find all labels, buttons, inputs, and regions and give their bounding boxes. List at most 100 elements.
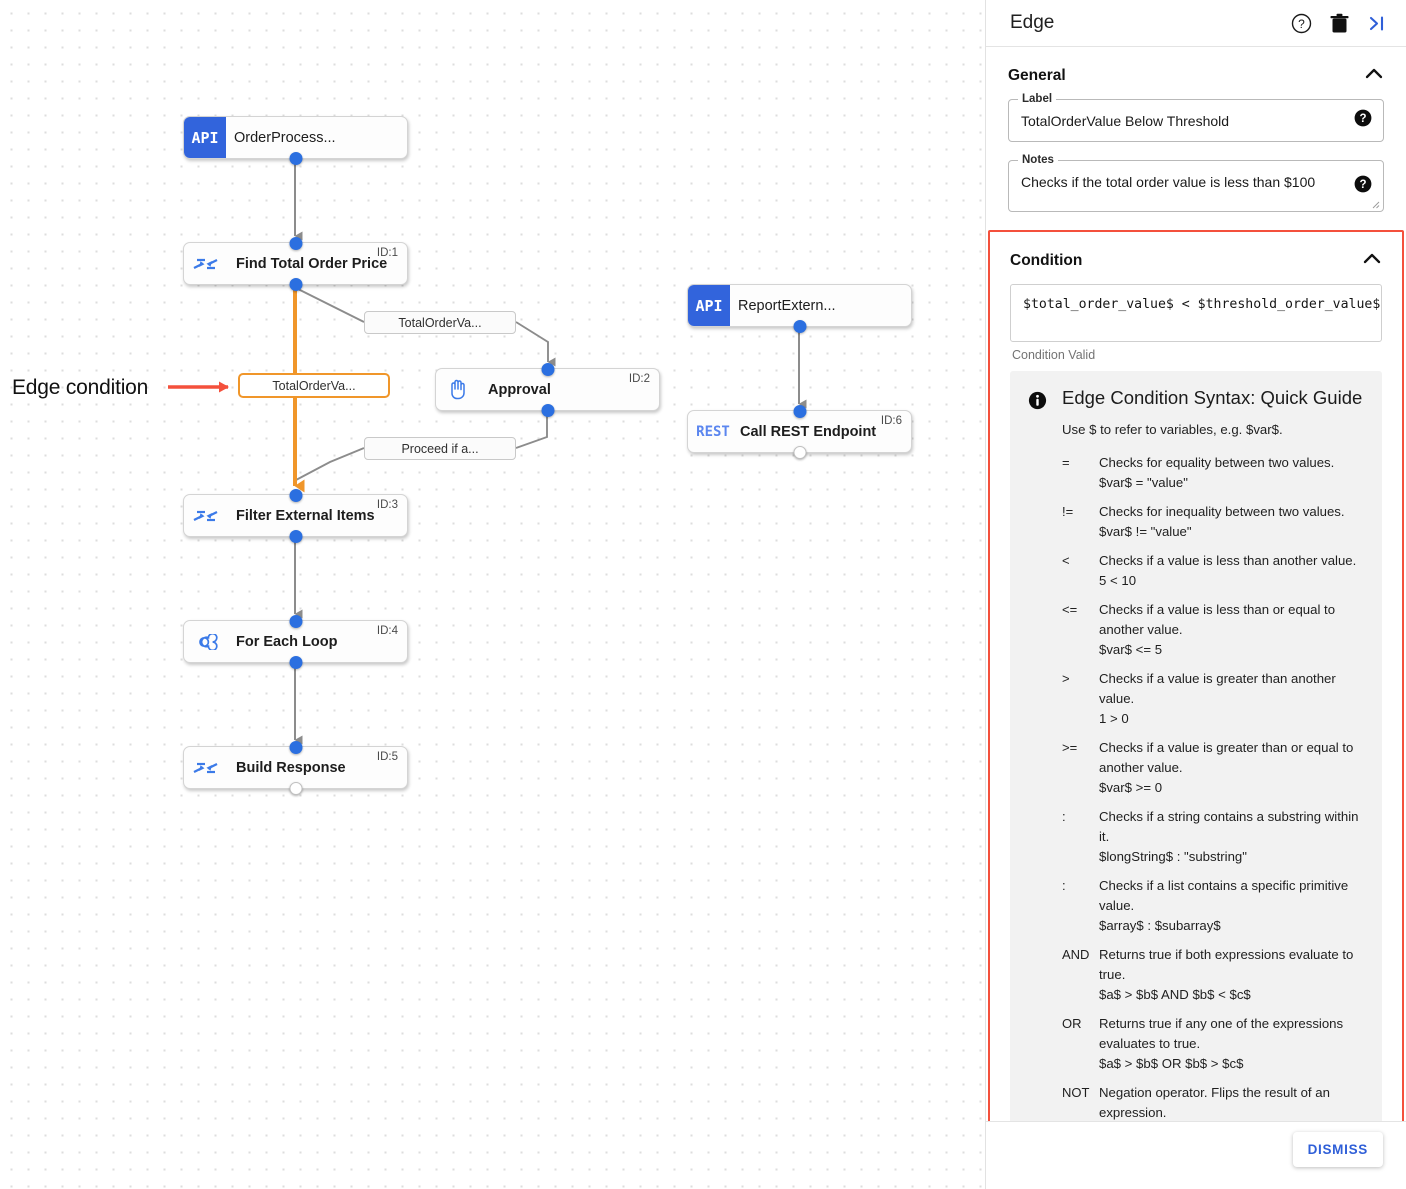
collapse-panel-icon[interactable] [1367,14,1388,33]
node-input-port[interactable] [289,236,302,250]
node-title: For Each Loop [236,633,338,650]
syntax-guide-panel: Edge Condition Syntax: Quick Guide Use $… [1010,371,1382,1161]
node-input-port[interactable] [289,740,302,754]
operator-row: : Checks if a string contains a substrin… [1062,807,1364,867]
flow-canvas[interactable]: Edge condition API OrderProcess... [0,0,985,1189]
operator-description: Checks if a value is less than another v… [1099,551,1364,591]
node-id-label: ID:5 [376,751,398,763]
notes-input[interactable]: Checks if the total order value is less … [1021,174,1316,190]
edge-label-total-order-value-selected[interactable]: TotalOrderVa... [238,373,390,398]
operator-symbol: NOT [1062,1085,1090,1100]
panel-body: General Label TotalOrderValue Below Thre… [986,47,1406,1189]
info-icon [1028,387,1062,1143]
operator-row: AND Returns true if both expressions eva… [1062,945,1364,1005]
panel-title: Edge [1010,12,1055,33]
condition-section-highlight: Condition $total_order_value$ < $thresho… [988,230,1404,1177]
operator-symbol: AND [1062,947,1090,962]
node-output-port[interactable] [289,655,302,669]
operator-description: Returns true if both expressions evaluat… [1099,945,1364,1005]
notes-field-legend: Notes [1018,154,1058,166]
node-input-port[interactable] [289,488,302,502]
node-title: Approval [488,381,551,398]
operator-example: $a$ > $b$ OR $b$ > $c$ [1099,1056,1244,1071]
converge-arrows-icon [184,760,228,776]
resize-grip-icon[interactable] [1371,200,1380,209]
syntax-guide-subtitle: Use $ to refer to variables, e.g. $var$. [1062,422,1283,437]
hand-icon [436,378,480,401]
node-output-port[interactable] [289,151,302,165]
chevron-up-icon[interactable] [1364,67,1384,85]
node-output-port[interactable] [289,781,302,795]
node-id-label: ID:6 [880,415,902,427]
svg-text:?: ? [1359,179,1366,191]
operator-example: $a$ > $b$ AND $b$ < $c$ [1099,987,1251,1002]
delete-icon[interactable] [1330,13,1349,34]
node-id-label: ID:2 [628,373,650,385]
node-filter-external-items[interactable]: Filter External Items ID:3 [183,488,408,543]
general-section: General Label TotalOrderValue Below Thre… [986,47,1406,212]
node-output-port[interactable] [289,529,302,543]
chevron-up-icon[interactable] [1362,252,1382,270]
condition-status-text: Condition Valid [1012,348,1096,362]
help-filled-icon[interactable]: ? [1354,109,1372,132]
operator-row: < Checks if a value is less than another… [1062,551,1364,591]
operator-symbol: >= [1062,740,1078,755]
node-output-port[interactable] [793,319,807,333]
operator-row: != Checks for inequality between two val… [1062,502,1364,542]
node-id-label: ID:4 [376,625,398,637]
node-input-port[interactable] [793,404,807,418]
operator-row: >= Checks if a value is greater than or … [1062,738,1364,798]
edge-label-proceed-if-approved[interactable]: Proceed if a... [364,437,516,460]
operator-description: Checks for equality between two values. … [1099,453,1364,493]
node-approval[interactable]: Approval ID:2 [435,362,660,417]
node-title: ReportExtern... [738,297,836,314]
node-build-response[interactable]: Build Response ID:5 [183,740,408,795]
node-call-rest-endpoint[interactable]: REST Call REST Endpoint ID:6 [687,404,912,459]
rest-badge-icon: REST [696,423,730,440]
notes-field-group: Notes Checks if the total order value is… [1008,154,1384,212]
node-order-process[interactable]: API OrderProcess... [183,116,408,165]
general-section-title: General [1008,67,1066,84]
node-output-port[interactable] [793,445,807,459]
operator-row: > Checks if a value is greater than anot… [1062,669,1364,729]
operator-example: $var$ = "value" [1099,475,1188,490]
converge-arrows-icon [184,508,228,524]
panel-footer: DISMISS [986,1121,1406,1189]
operator-symbol: : [1062,878,1066,893]
operator-row: OR Returns true if any one of the expres… [1062,1014,1364,1074]
node-input-port[interactable] [541,362,555,376]
api-badge-icon: API [184,117,226,158]
node-find-total-order-price[interactable]: Find Total Order Price ID:1 [183,236,408,291]
help-icon[interactable]: ? [1291,13,1312,34]
label-input[interactable]: TotalOrderValue Below Threshold [1021,113,1230,129]
condition-section-header[interactable]: Condition [1010,232,1382,284]
operator-description: Checks if a string contains a substring … [1099,807,1364,867]
node-for-each-loop[interactable]: For Each Loop ID:4 [183,614,408,669]
operator-symbol: : [1062,809,1066,824]
operator-example: $var$ >= 0 [1099,780,1163,795]
infinity-icon [184,633,228,650]
help-filled-icon[interactable]: ? [1354,175,1372,198]
operator-symbol: < [1062,553,1070,568]
general-section-header[interactable]: General [1008,47,1384,99]
operator-symbol: OR [1062,1016,1082,1031]
edge-properties-panel: Edge ? [985,0,1406,1189]
edge-connections-layer [168,160,807,745]
edge-label-total-order-value-upper[interactable]: TotalOrderVa... [364,311,516,334]
node-output-port[interactable] [289,277,302,291]
node-title: Call REST Endpoint [740,423,877,440]
svg-text:?: ? [1298,17,1305,31]
node-id-label: ID:3 [376,499,398,511]
operator-row: <= Checks if a value is less than or equ… [1062,600,1364,660]
node-title: Find Total Order Price [236,255,388,272]
operator-example: $array$ : $subarray$ [1099,918,1221,933]
label-field-legend: Label [1018,93,1057,105]
condition-section: Condition $total_order_value$ < $thresho… [990,232,1402,1175]
dismiss-button[interactable]: DISMISS [1292,1132,1383,1167]
node-output-port[interactable] [541,403,555,417]
node-input-port[interactable] [289,614,302,628]
node-report-external[interactable]: API ReportExtern... [687,284,912,333]
svg-text:?: ? [1359,113,1366,125]
node-id-label: ID:1 [376,247,398,259]
condition-expression-input[interactable]: $total_order_value$ < $threshold_order_v… [1010,284,1382,342]
